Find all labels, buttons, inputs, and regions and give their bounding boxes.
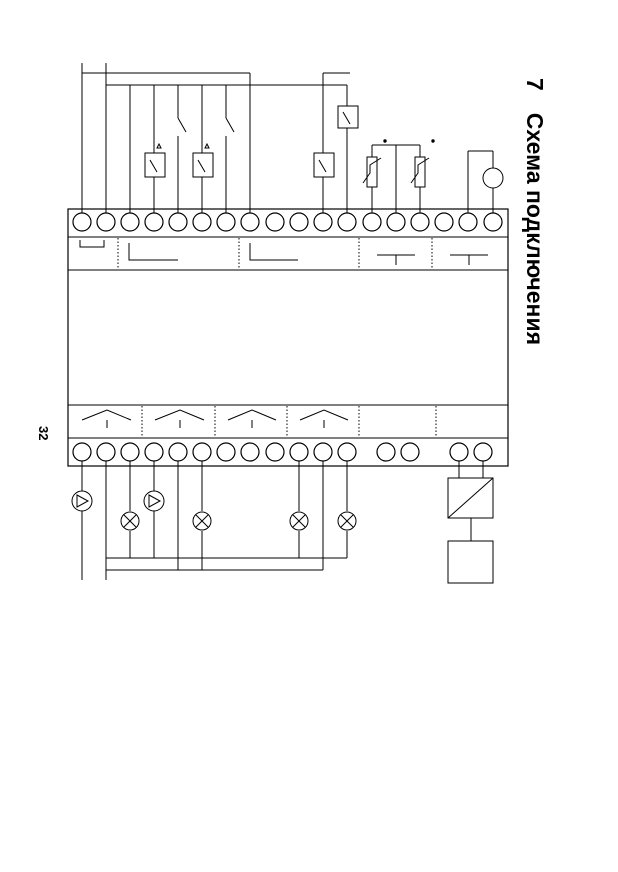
lamp-icon <box>120 511 357 531</box>
terminals-top <box>72 212 503 232</box>
page-number: 32 <box>36 426 51 441</box>
thermistor-icon <box>362 139 435 188</box>
pump-icon <box>71 490 165 512</box>
bottom-module-separators <box>141 406 437 438</box>
controller-body <box>67 208 509 467</box>
top-wiring <box>81 63 494 213</box>
section-title-text: Схема подключения <box>522 112 548 346</box>
sensor-icon <box>482 167 504 189</box>
terminals-bottom <box>72 442 493 462</box>
relay-coil-icon <box>144 105 359 178</box>
converter-icon <box>447 477 494 584</box>
bottom-wiring <box>81 461 484 580</box>
section-number: 7 <box>522 78 548 91</box>
bottom-module-symbols <box>81 409 349 428</box>
section-title: 7Схема подключения <box>522 78 548 346</box>
top-module-symbols <box>79 240 488 265</box>
top-module-separators <box>117 238 433 270</box>
